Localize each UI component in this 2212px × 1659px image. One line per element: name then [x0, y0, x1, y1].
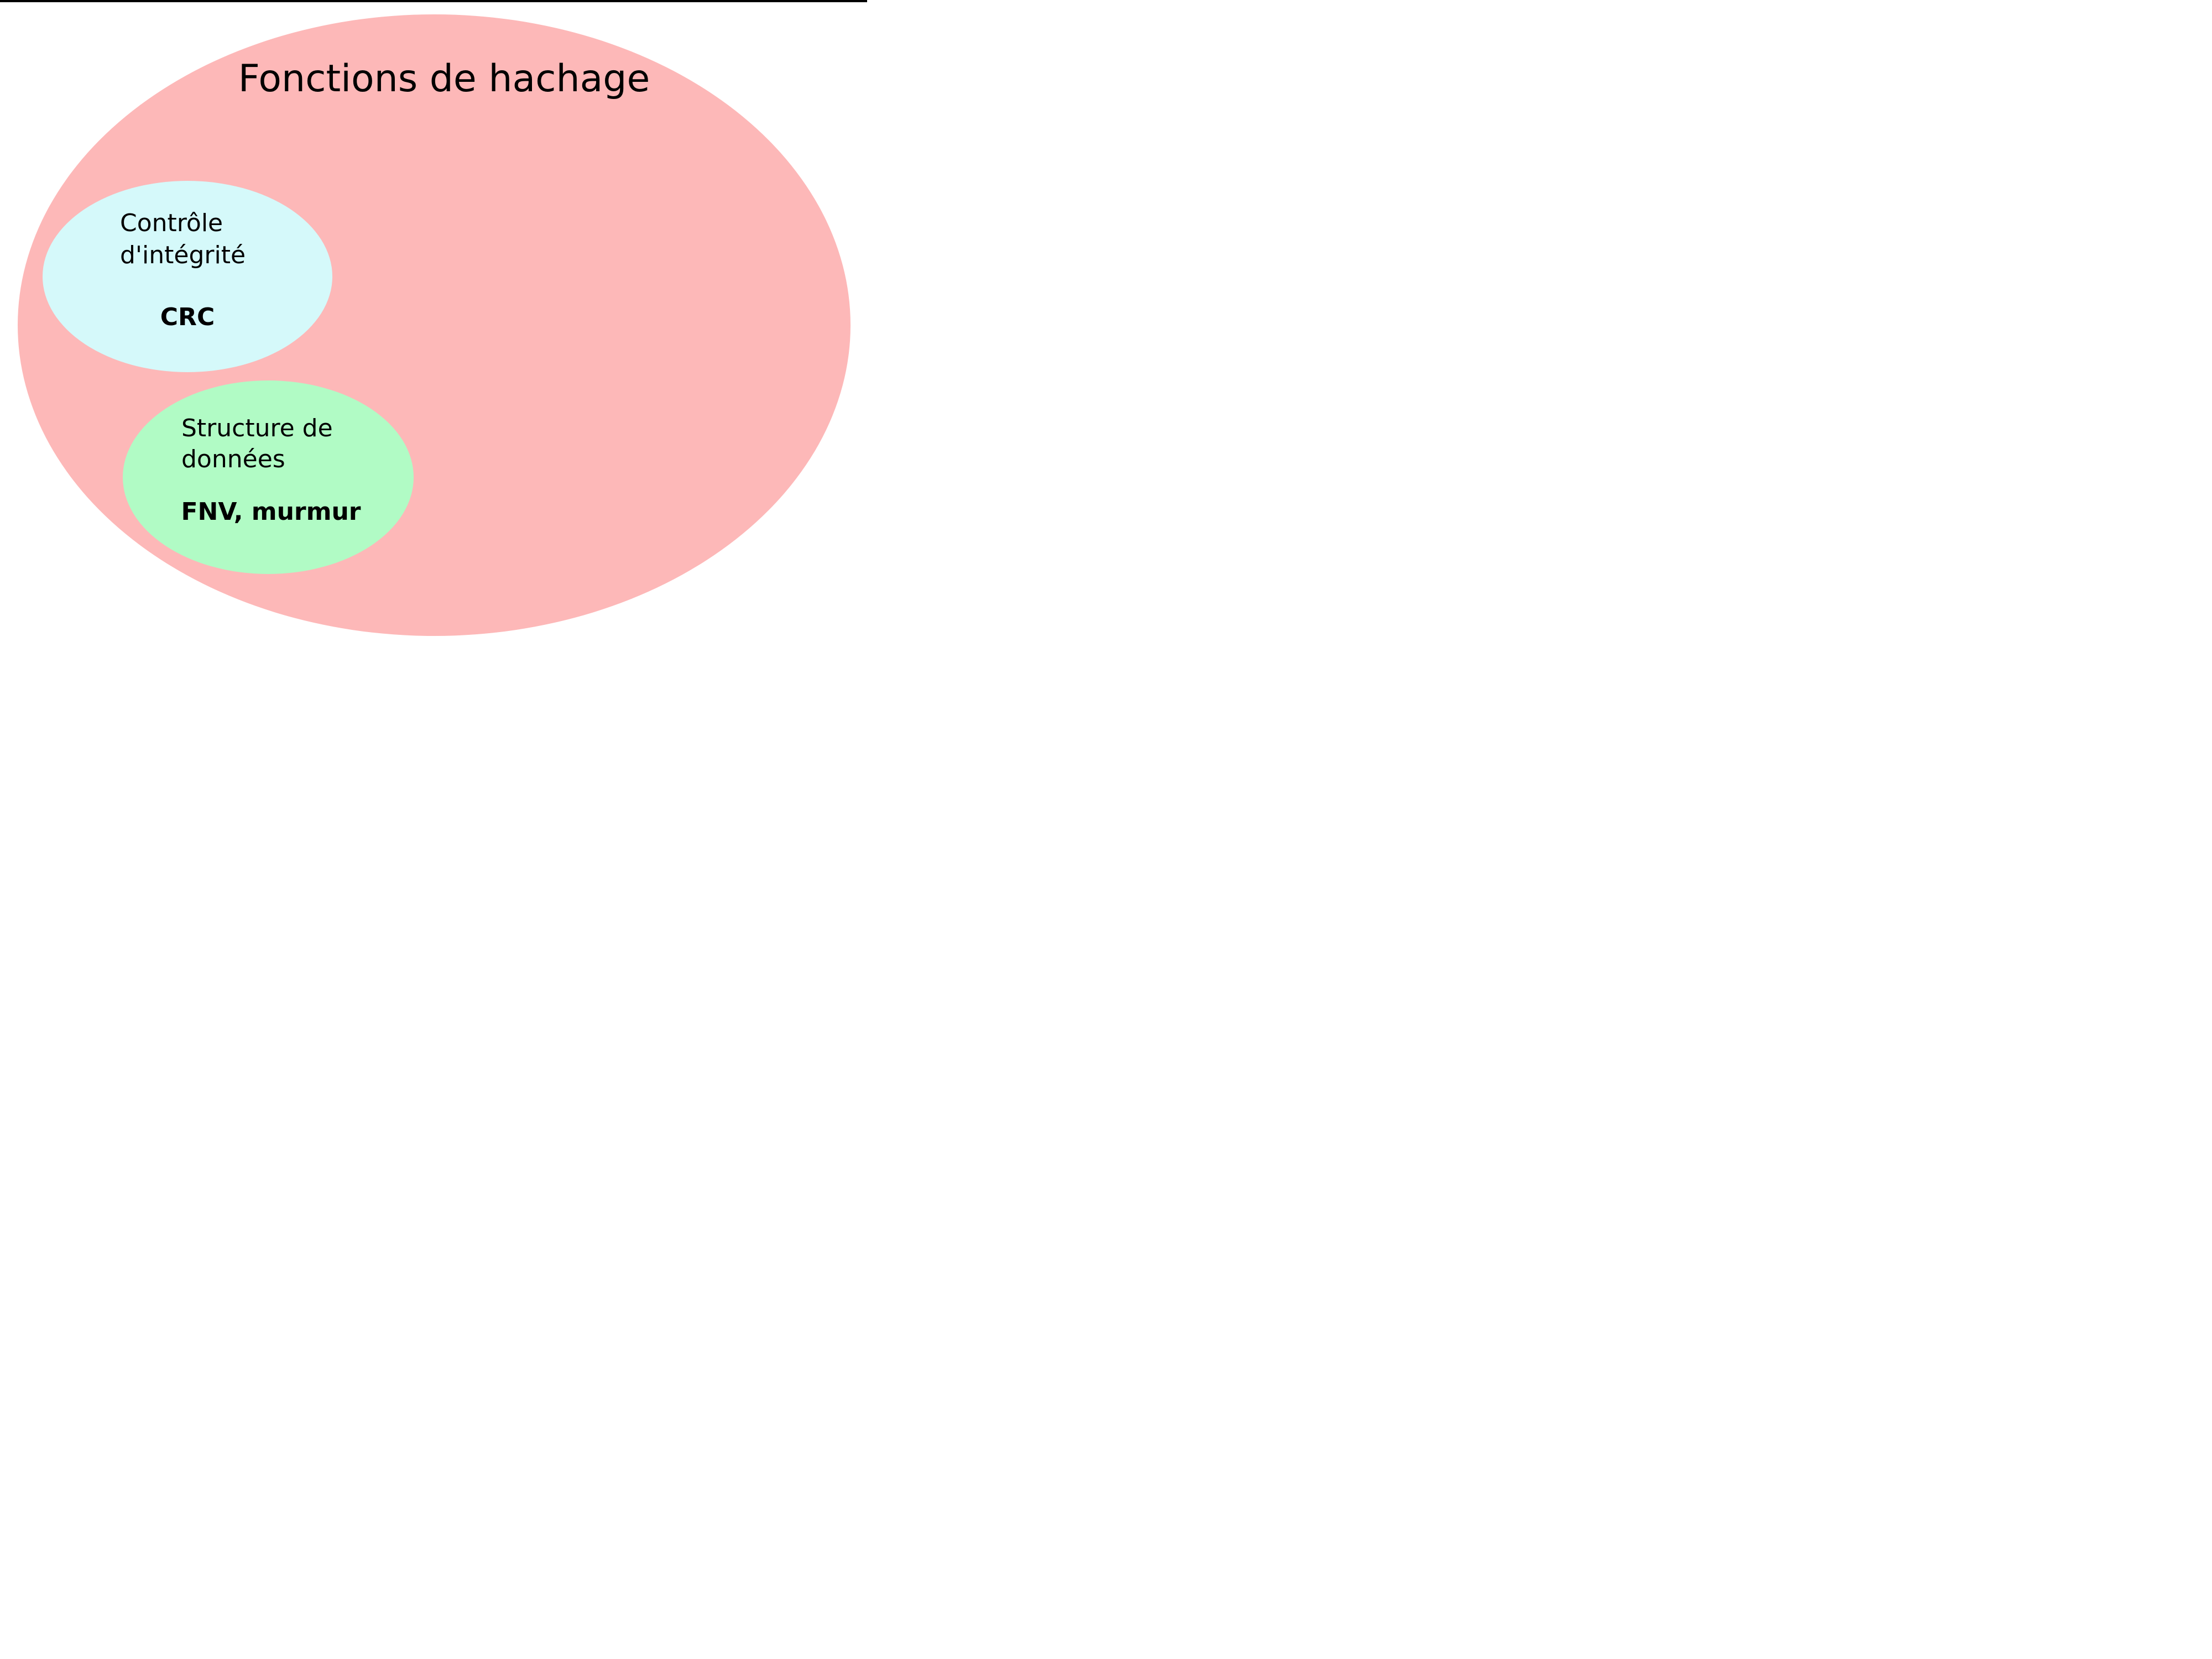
subset-integrity-ellipse — [43, 181, 332, 372]
subset-data-structure-label-line-2: données — [181, 445, 285, 473]
subset-integrity-check: Contrôle d'intégrité CRC — [43, 181, 332, 372]
subset-data-structure-example: FNV, murmur — [181, 498, 361, 526]
subset-data-structure-ellipse — [123, 380, 414, 574]
subset-data-structure-label-line-1: Structure de — [181, 414, 333, 442]
outer-set-title: Fonctions de hachage — [238, 57, 650, 101]
subset-integrity-label-line-2: d'intégrité — [120, 241, 246, 269]
subset-integrity-label-line-1: Contrôle — [120, 209, 223, 237]
top-border-line — [0, 0, 867, 2]
hash-functions-venn-diagram: Fonctions de hachage Contrôle d'intégrit… — [18, 14, 851, 636]
subset-integrity-example: CRC — [160, 303, 215, 331]
subset-data-structure: Structure de données FNV, murmur — [123, 380, 414, 574]
